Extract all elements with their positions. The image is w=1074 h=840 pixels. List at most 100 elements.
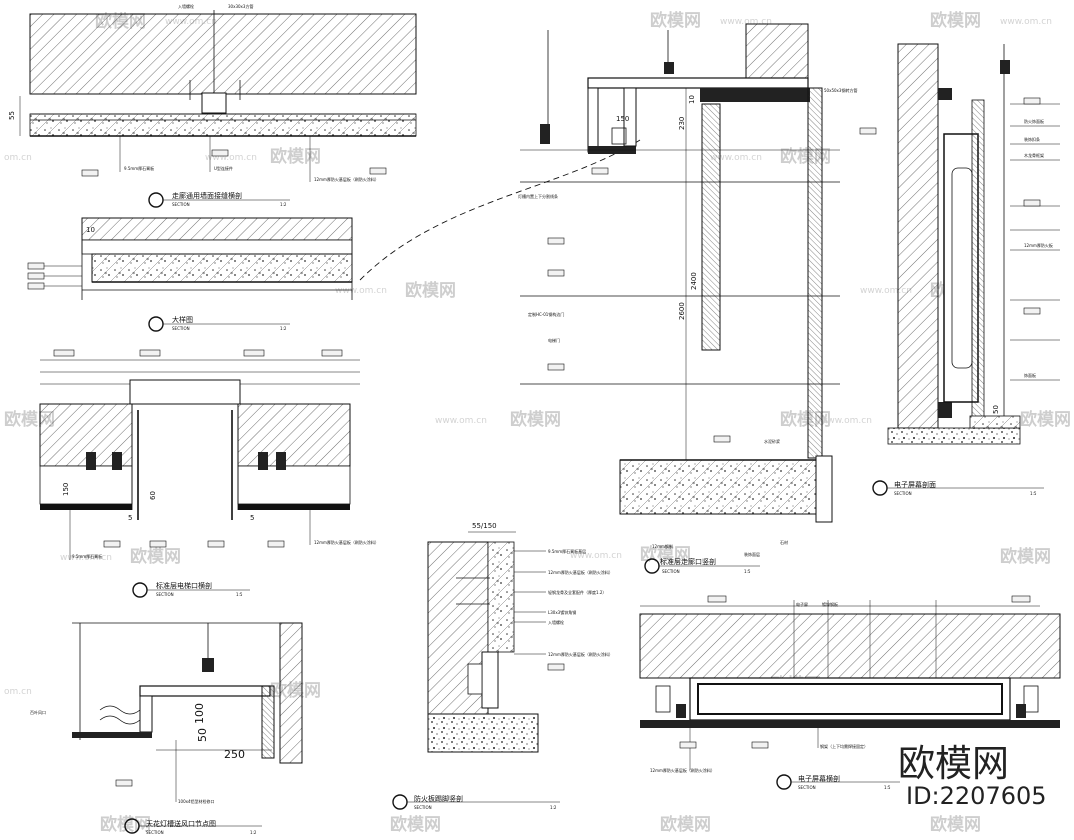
watermark-brand: 欧模网 (405, 280, 456, 301)
note-trim: 装饰扣条 (1024, 136, 1040, 142)
watermark-site: www.om.cn (570, 551, 622, 561)
label-section: SECTION (172, 202, 190, 207)
material-tag (27, 282, 45, 290)
note-wood-frame: 木龙骨框架 (1024, 152, 1044, 158)
note-panel: 饰面板 (1024, 372, 1036, 378)
title-screen-horizontal: 电子屏幕横剖 (798, 774, 840, 783)
detail-screen-horizontal: 电子屏 镀锌钢板 12mm厚防火基层板（刷防火涂料） 钢架（上下均需焊接固定） … (639, 595, 1061, 790)
label-scale: 1:2 (250, 830, 257, 835)
note-vent: 百叶风口 (30, 709, 46, 715)
dimension-50: 50 (196, 728, 209, 742)
label-scale: 1:2 (280, 202, 287, 207)
dimension-50: 50 (992, 405, 1000, 414)
watermark-site: www.om.cn (60, 553, 112, 563)
title-corridor-wall-joint: 走廊通用墙面接缝横剖 (172, 191, 242, 200)
note-screen: 电子屏 (796, 601, 808, 607)
logo-text: 欧模网 (898, 742, 1009, 785)
label-section: SECTION (146, 830, 164, 835)
watermark-brand: 欧模网 (780, 146, 831, 167)
title-ceiling-vent: 天花灯槽送风口节点图 (146, 819, 216, 828)
label-section: SECTION (662, 569, 680, 574)
dimension-10: 10 (86, 226, 95, 234)
watermark-site: www.om.cn (710, 153, 762, 163)
watermark-site: www.om.cn (860, 286, 912, 296)
watermark-brand: 欧模网 (130, 546, 181, 567)
detail-corridor-wall-joint: 入墙螺栓 30x30x3方管 55 9.5mm厚石膏板 U型连接件 12mm厚防… (8, 3, 417, 208)
label-section: SECTION (172, 326, 190, 331)
watermark-brand: 欧模网 (1020, 409, 1071, 430)
note-door-frame: 定制HC-01钢构边门 (528, 311, 564, 317)
detail-enlarged: 10 大样图 SECTION 1:2 (27, 217, 353, 332)
note-elevator-door: 电梯门 (548, 337, 560, 343)
watermark-brand: 欧模网 (660, 814, 711, 835)
dimension-5: 5 (250, 514, 254, 522)
detail-corridor-opening: 150 230 10 2600 2400 灯槽内置上下分割线条 定制HC-01钢… (518, 23, 877, 574)
dimension-5: 5 (128, 514, 132, 522)
watermark-brand: 欧模网 (650, 10, 701, 31)
note-finish: 装饰面层 (744, 551, 760, 557)
title-enlarged: 大样图 (172, 315, 193, 324)
dimension-55: 55 (8, 111, 16, 120)
watermark-brand: 欧模网 (930, 814, 981, 835)
note-steel: 12mm钢制 (652, 543, 673, 549)
dimension-100: 100 (193, 703, 206, 724)
watermark-brand: 欧模网 (930, 10, 981, 31)
material-tag (81, 169, 99, 177)
note-fire-board: 12mm厚防火基层板（刷防火涂料） (548, 569, 613, 575)
dimension-60: 60 (149, 491, 157, 500)
label-scale: 1:5 (744, 569, 751, 574)
watermark-site: www.om.cn (205, 153, 257, 163)
dimension-150: 150 (616, 115, 629, 123)
dimension-2400: 2400 (690, 272, 698, 290)
material-tag (211, 149, 229, 157)
detail-screen-vertical: 50 防火饰面板 装饰扣条 木龙骨框架 12mm厚防火板 饰面板 电子屏幕剖面 … (872, 43, 1060, 496)
label-section: SECTION (894, 491, 912, 496)
detail-ceiling-vent: 百叶风口 100 50 250 100x4铝型材检修口 天花灯槽送风口节点图 S… (30, 622, 303, 835)
label-scale: 1:5 (884, 785, 891, 790)
watermark-site: www.om.cn (1000, 17, 1052, 27)
material-tag (27, 262, 45, 270)
note-wall-bolt: 入墙螺栓 (548, 619, 564, 625)
watermark-brand: 欧模网 (270, 146, 321, 167)
label-scale: 1:2 (280, 326, 287, 331)
label-section: SECTION (156, 592, 174, 597)
note-light-steel: 轻钢龙骨及全套配件（厚度1.2） (548, 589, 606, 595)
note-cement: 水泥砂浆 (764, 438, 780, 444)
callout-connector (359, 139, 641, 281)
note-gypsum: 9.5mm厚石膏板 (124, 165, 154, 171)
watermark-brand: 欧模网 (390, 814, 441, 835)
watermark-brand: 欧模网 (510, 409, 561, 430)
watermark-site: www.om.cn (435, 416, 487, 426)
note-steel-frame: 钢架（上下均需焊接固定） (820, 743, 868, 749)
note-base: 镀锌钢板 (822, 601, 838, 607)
note-steel-pipe: 50x50x3钢转方管 (824, 87, 857, 93)
dimension-250: 250 (224, 748, 245, 761)
note-fire-board-2: 12mm厚防火基层板（刷防火涂料） (548, 651, 613, 657)
watermark-site: www.om.cn (335, 286, 387, 296)
label-section: SECTION (414, 805, 432, 810)
watermark-site-short: om.cn (4, 687, 32, 697)
title-corridor-opening: 标准层走廊口竖剖 (660, 557, 716, 566)
title-elevator-opening: 标准层电梯口横剖 (156, 581, 212, 590)
note-angle-steel: L30x3镀锌角钢 (548, 609, 576, 615)
detail-elevator-opening: 150 60 5 5 9.5mm厚石膏板 12mm厚防火基层板（刷防火涂料） 标… (39, 349, 379, 598)
brand-logo: 欧模网 ID:2207605 (898, 742, 1047, 810)
label-scale: 1:5 (1030, 491, 1037, 496)
note-square-pipe: 30x30x3方管 (228, 3, 253, 9)
note-fire-board-12: 12mm厚防火板 (1024, 242, 1053, 248)
note-gypsum-base: 9.5mm厚石膏板基层 (548, 548, 586, 554)
watermark-brand: 欧模网 (640, 544, 691, 565)
title-screen-vertical: 电子屏幕剖面 (894, 480, 936, 489)
note-fire-board: 12mm厚防火基层板（刷防火涂料） (314, 539, 379, 545)
note-u-connector: U型连接件 (214, 165, 233, 171)
watermark-site: www.om.cn (720, 17, 772, 27)
material-tag (369, 167, 387, 175)
dimension-2600: 2600 (678, 302, 686, 320)
note-gypsum: 9.5mm厚石膏板 (72, 553, 102, 559)
label-section: SECTION (798, 785, 816, 790)
note-stone: 石材 (780, 539, 788, 545)
note-fire-board: 12mm厚防火基层板（刷防火涂料） (650, 767, 715, 773)
note-fire-panel: 防火饰面板 (1024, 118, 1044, 124)
watermark-site: www.om.cn (820, 416, 872, 426)
